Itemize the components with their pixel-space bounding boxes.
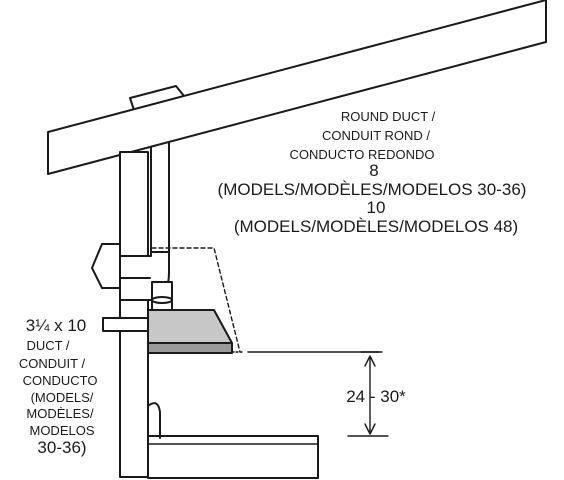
rect-duct-label-7: 30-36): [37, 438, 86, 457]
round-duct-models-a: (MODELS/MODÈLES/MODELOS 30-36): [218, 180, 527, 199]
range: [147, 435, 319, 479]
round-duct-label-3: CONDUCTO REDONDO: [290, 147, 435, 162]
hood-bottom: [147, 342, 233, 354]
round-duct-size-a: 8: [369, 161, 378, 180]
height-dimension-label: 24 - 30*: [346, 387, 406, 406]
rect-duct-label-2: CONDUIT /: [19, 356, 86, 371]
rect-duct-label-1: DUCT /: [26, 338, 69, 353]
range-hood: [147, 309, 233, 344]
rect-duct-label-3: CONDUCTO: [23, 373, 98, 388]
rect-duct-size: 3¼ x 10: [26, 316, 87, 335]
cabinet-outline: [151, 247, 241, 353]
duct-collar: [151, 296, 173, 304]
wall: [119, 151, 149, 478]
rect-duct: [102, 317, 149, 332]
wall-cap: [91, 243, 121, 289]
power-cord: [147, 402, 161, 439]
rect-duct-label-5: MODÈLES/: [26, 406, 94, 421]
roof-beam: [47, 0, 547, 175]
rect-duct-label-4: (MODELS/: [31, 390, 94, 405]
rect-duct-label-6: MODELOS: [29, 423, 94, 438]
round-duct-lower: [151, 150, 169, 258]
round-duct-models-b: (MODELS/MODÈLES/MODELOS 48): [234, 217, 518, 236]
round-duct-label-1: ROUND DUCT /: [341, 109, 436, 124]
round-duct-size-b: 10: [367, 198, 386, 217]
round-duct-label-2: CONDUIT ROND /: [322, 128, 430, 143]
